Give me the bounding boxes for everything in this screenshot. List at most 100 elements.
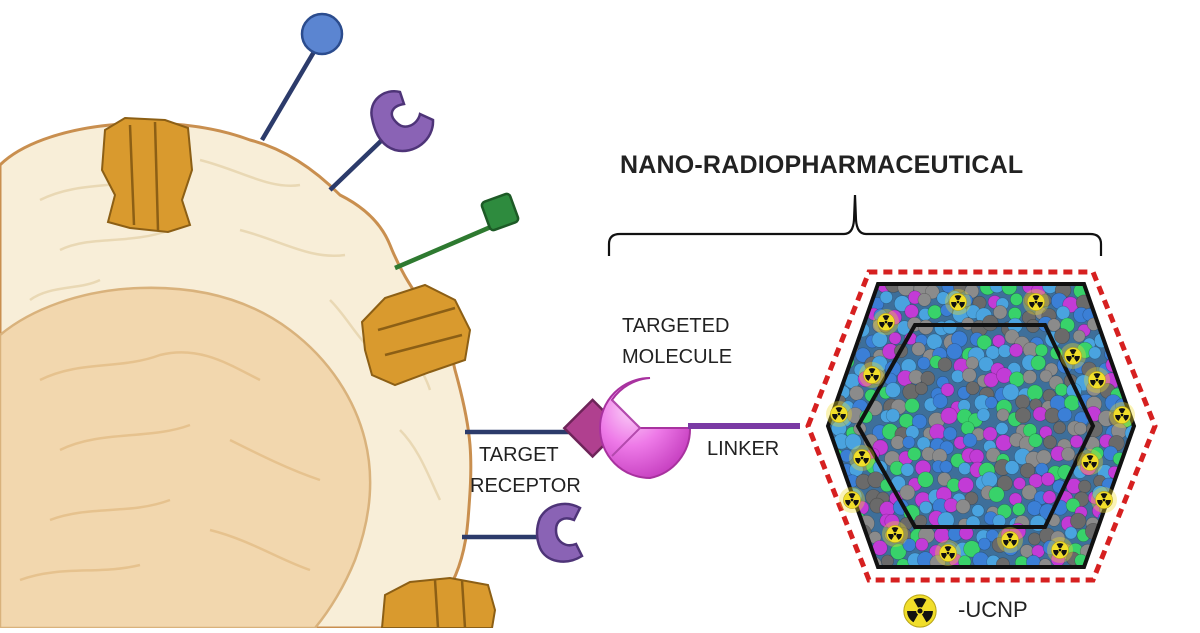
particle bbox=[867, 471, 885, 489]
particle bbox=[1131, 321, 1134, 336]
radiation-trefoil-icon bbox=[939, 544, 957, 562]
particle bbox=[1047, 318, 1061, 332]
particle bbox=[995, 422, 1009, 435]
particle bbox=[1064, 526, 1078, 540]
particle bbox=[888, 331, 902, 345]
radiation-trefoil-icon bbox=[1095, 491, 1113, 509]
particle bbox=[1127, 502, 1134, 516]
particle bbox=[920, 370, 936, 386]
particle bbox=[1035, 343, 1049, 357]
particle bbox=[828, 551, 844, 567]
particle bbox=[1069, 434, 1084, 449]
radiation-trefoil-icon bbox=[877, 313, 895, 331]
particle bbox=[828, 524, 845, 541]
hex-outer bbox=[825, 282, 1137, 569]
particle bbox=[836, 284, 850, 295]
particle bbox=[1001, 284, 1018, 296]
particle bbox=[978, 537, 991, 551]
particle bbox=[976, 334, 992, 351]
particle bbox=[1078, 479, 1092, 494]
nucleus bbox=[0, 286, 372, 630]
particle bbox=[1030, 355, 1046, 371]
radiation-trefoil-icon bbox=[1027, 293, 1045, 311]
particle bbox=[1009, 343, 1023, 358]
particle bbox=[1073, 422, 1087, 436]
particle bbox=[1019, 463, 1036, 479]
particle bbox=[828, 305, 835, 321]
cell bbox=[0, 12, 623, 630]
particle bbox=[828, 460, 839, 474]
particle bbox=[828, 329, 839, 346]
particle bbox=[849, 385, 865, 401]
particle bbox=[927, 304, 942, 320]
particle bbox=[988, 486, 1005, 503]
particle bbox=[961, 367, 977, 383]
particle bbox=[926, 333, 943, 350]
particle bbox=[940, 382, 955, 397]
particle bbox=[1053, 421, 1066, 435]
particle bbox=[1124, 284, 1134, 294]
particle bbox=[958, 555, 972, 567]
particle bbox=[1088, 346, 1102, 360]
particle bbox=[828, 296, 845, 312]
particle bbox=[1054, 383, 1069, 397]
radiation-trefoil-icon bbox=[843, 491, 861, 509]
radiation-trefoil-icon bbox=[1051, 541, 1069, 559]
particle bbox=[996, 475, 1013, 492]
particle bbox=[1022, 369, 1037, 385]
particle bbox=[1129, 549, 1134, 566]
particle bbox=[1036, 449, 1052, 465]
particle bbox=[1116, 558, 1131, 567]
radiation-trefoil-icon bbox=[1001, 531, 1019, 549]
particle bbox=[929, 423, 946, 441]
particle bbox=[982, 426, 998, 442]
particle bbox=[978, 356, 994, 372]
particle bbox=[885, 382, 901, 398]
label-targeted: TARGETED bbox=[622, 315, 730, 337]
particle bbox=[907, 447, 922, 461]
particle bbox=[981, 471, 998, 488]
particle bbox=[1108, 285, 1122, 299]
particle bbox=[1021, 484, 1038, 501]
particle bbox=[855, 347, 871, 363]
particle bbox=[1012, 502, 1026, 516]
particle bbox=[996, 557, 1010, 567]
particle bbox=[1027, 384, 1044, 401]
radiation-trefoil-icon bbox=[1113, 406, 1131, 424]
particle bbox=[1127, 292, 1134, 309]
particle bbox=[1004, 460, 1020, 475]
hex-inner bbox=[855, 323, 1096, 529]
particle bbox=[1014, 407, 1031, 424]
particle bbox=[828, 513, 838, 531]
radiation-trefoil-icon bbox=[853, 449, 871, 467]
purple-receptor-top bbox=[328, 89, 435, 192]
particle bbox=[1072, 329, 1086, 343]
targeted-molecule bbox=[599, 377, 692, 480]
radiation-trefoil-icon bbox=[1088, 371, 1106, 389]
particle bbox=[1056, 305, 1071, 320]
particle bbox=[996, 408, 1010, 422]
green-ligand bbox=[394, 192, 520, 271]
radiation-trefoil-icon bbox=[863, 366, 881, 384]
radiation-trefoil-icon bbox=[1064, 347, 1082, 365]
label-target: TARGET bbox=[479, 444, 559, 466]
particle bbox=[939, 460, 953, 474]
particle bbox=[831, 319, 845, 333]
radiation-trefoil-icon bbox=[1081, 453, 1099, 471]
radiation-trefoil-icon bbox=[886, 525, 904, 543]
particle bbox=[965, 356, 979, 370]
particle bbox=[890, 543, 907, 560]
particle bbox=[1039, 369, 1053, 383]
particle bbox=[1121, 516, 1134, 533]
particle bbox=[1109, 539, 1125, 555]
particle bbox=[871, 331, 888, 348]
particle bbox=[1116, 292, 1133, 309]
particle bbox=[946, 343, 963, 360]
particle bbox=[1102, 556, 1118, 567]
particle bbox=[1129, 524, 1134, 541]
particle bbox=[918, 319, 934, 335]
brace bbox=[607, 194, 1103, 256]
particle bbox=[940, 407, 958, 425]
particle bbox=[904, 398, 920, 414]
